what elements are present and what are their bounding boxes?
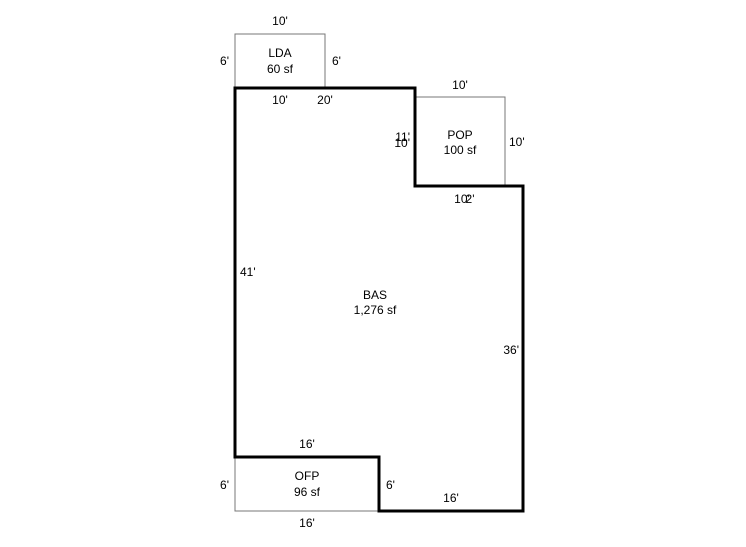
ofp-outline	[234, 456, 380, 512]
lda-top-dimension: 10'	[272, 14, 288, 28]
ofp-right-dimension: 6'	[386, 478, 395, 492]
lda-left-dimension: 6'	[220, 54, 229, 68]
bas-top-dimension: 20'	[317, 93, 333, 107]
lda-right-dimension: 6'	[332, 54, 341, 68]
bas-outline	[233, 86, 525, 513]
ofp-bottom-dimension: 16'	[299, 516, 315, 530]
lda-outline	[234, 33, 326, 89]
ofp-code-label: OFP	[295, 469, 320, 483]
bas-right-dimension: 36'	[503, 343, 519, 357]
pop-bottom-dimension-a: 10'	[454, 192, 470, 206]
bas-code-label: BAS	[363, 288, 387, 302]
pop-left-dimension-b: 10'	[394, 136, 410, 150]
bas-area-label: 1,276 sf	[354, 303, 397, 317]
bas-bottom-dimension: 16'	[443, 491, 459, 505]
ofp-area-label: 96 sf	[294, 485, 321, 499]
ofp-top-dimension: 16'	[299, 437, 315, 451]
lda-code-label: LDA	[268, 46, 291, 60]
pop-right-dimension: 10'	[509, 135, 525, 149]
pop-left-dimension-a: 11'	[395, 130, 410, 144]
pop-top-dimension: 10'	[452, 78, 468, 92]
lda-bottom-dimension: 10'	[272, 93, 288, 107]
pop-area-label: 100 sf	[444, 143, 477, 157]
bas-left-dimension: 41'	[240, 265, 256, 279]
lda-area-label: 60 sf	[267, 62, 294, 76]
ofp-left-dimension: 6'	[220, 478, 229, 492]
pop-bottom-dimension-b: 2'	[466, 192, 475, 206]
pop-code-label: POP	[447, 128, 472, 142]
